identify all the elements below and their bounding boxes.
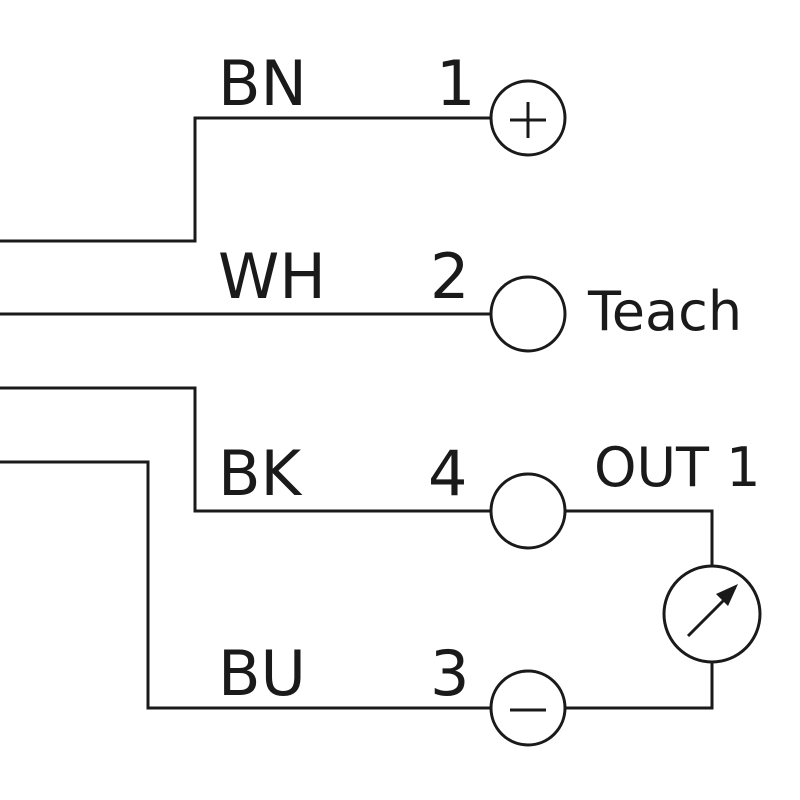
function-label-out1: OUT 1 (594, 436, 761, 499)
terminal-3 (489, 669, 567, 747)
plus-icon (510, 102, 546, 138)
pin-label-2: 2 (430, 240, 469, 313)
wire-bn (0, 116, 490, 243)
terminal-2 (489, 275, 567, 353)
function-label-teach: Teach (587, 280, 742, 343)
wire-bk (0, 386, 490, 513)
load-wire-return (566, 658, 714, 710)
terminal-4 (489, 472, 567, 550)
meter-arrow-icon (662, 564, 762, 664)
wire-label-bu: BU (218, 637, 306, 710)
wire-bu (0, 460, 490, 710)
wire-label-wh: WH (218, 240, 326, 313)
wire-label-bk: BK (218, 437, 303, 510)
pin-label-4: 4 (428, 437, 467, 510)
pin-label-1: 1 (436, 47, 475, 120)
wire-label-bn: BN (218, 47, 307, 120)
pin-label-3: 3 (430, 637, 469, 710)
load-wire (566, 509, 714, 570)
